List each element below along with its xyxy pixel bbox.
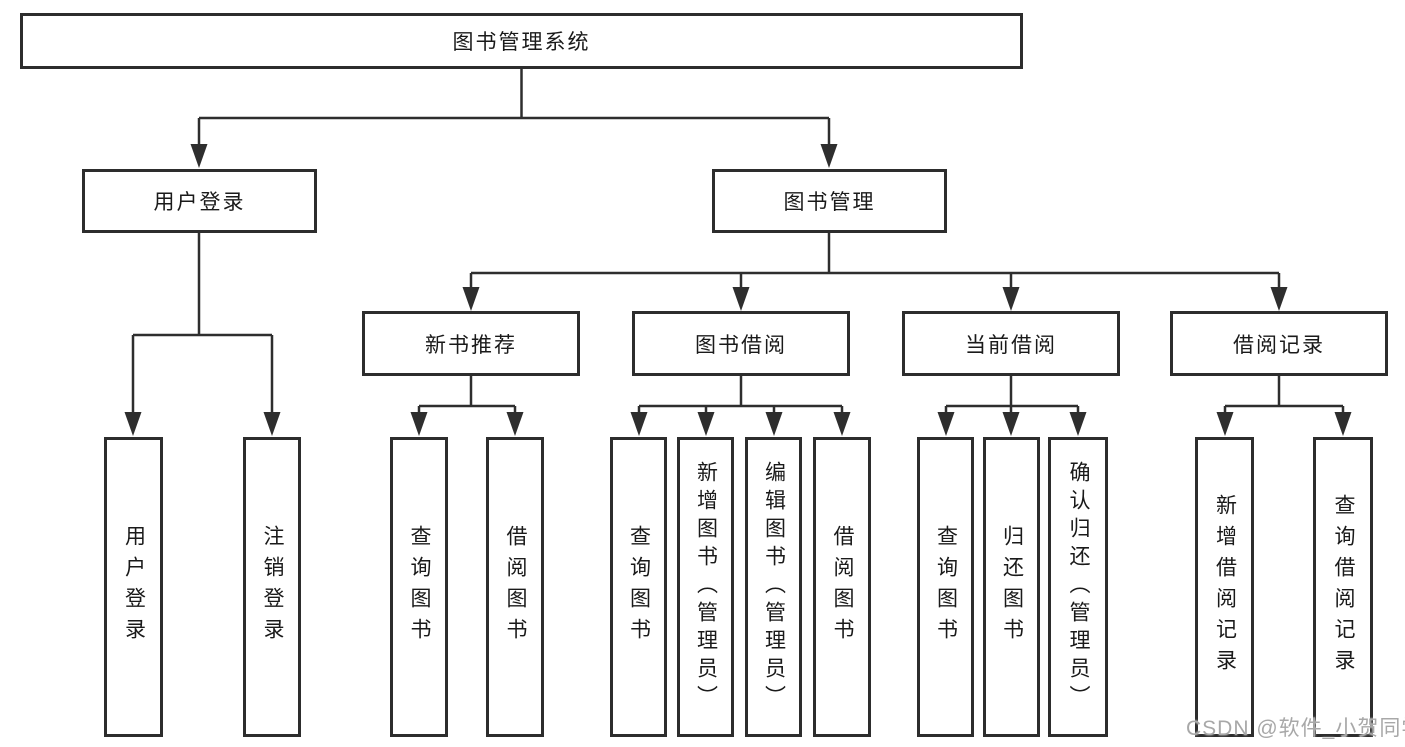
leaf-add-books-admin: 新增图书（管理员） [677,437,734,737]
node-book-borrow: 图书借阅 [632,311,850,376]
leaf-user-login: 用户登录 [104,437,163,737]
leaf-edit-books-admin: 编辑图书（管理员） [745,437,802,737]
leaf-add-borrow-record: 新增借阅记录 [1195,437,1254,737]
node-user-login: 用户登录 [82,169,317,233]
csdn-watermark: CSDN @软件_小贺同学 [1186,717,1405,740]
node-borrow-records: 借阅记录 [1170,311,1388,376]
node-book-management: 图书管理 [712,169,947,233]
node-current-borrow: 当前借阅 [902,311,1120,376]
node-new-book-recommend: 新书推荐 [362,311,580,376]
leaf-query-books-borrow: 查询图书 [610,437,667,737]
leaf-query-borrow-record: 查询借阅记录 [1313,437,1373,737]
leaf-logout: 注销登录 [243,437,301,737]
leaf-borrow-books-recommend: 借阅图书 [486,437,544,737]
node-system-root: 图书管理系统 [20,13,1023,69]
leaf-query-books-recommend: 查询图书 [390,437,448,737]
leaf-confirm-return-admin: 确认归还（管理员） [1048,437,1108,737]
leaf-borrow-books: 借阅图书 [813,437,871,737]
leaf-return-books: 归还图书 [983,437,1040,737]
leaf-query-books-current: 查询图书 [917,437,974,737]
